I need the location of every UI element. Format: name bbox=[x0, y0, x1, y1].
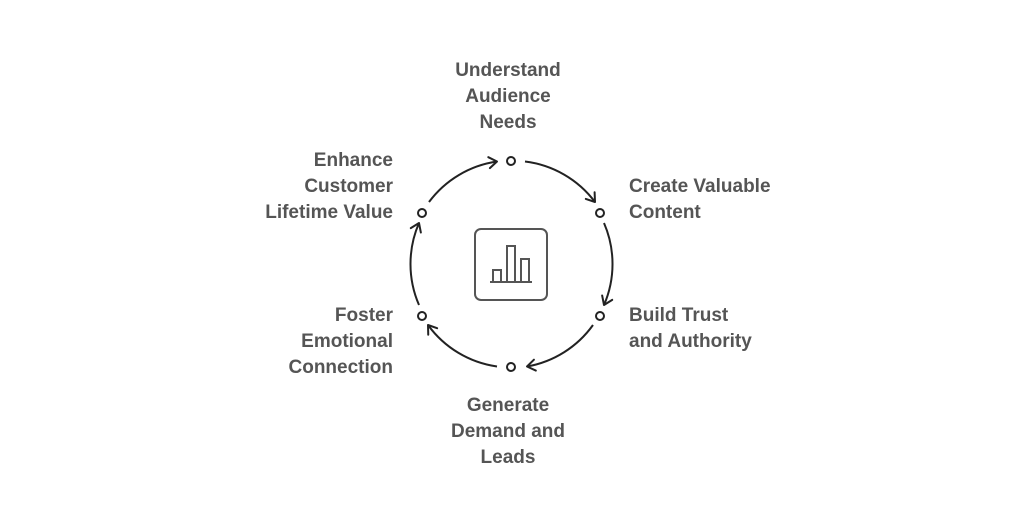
bar-chart-icon bbox=[474, 228, 548, 301]
arrow-6-to-1 bbox=[428, 156, 498, 203]
step-label-understand-audience-needs: Understand Audience Needs bbox=[455, 60, 561, 133]
arrow-2-to-3 bbox=[601, 222, 614, 306]
step-node-5 bbox=[417, 311, 427, 321]
arrow-3-to-4 bbox=[526, 324, 594, 372]
step-node-6 bbox=[417, 208, 427, 218]
step-node-2 bbox=[595, 208, 605, 218]
step-label-create-valuable-content: Create Valuable Content bbox=[629, 176, 771, 223]
step-label-enhance-customer-lifetime-value: Enhance Customer Lifetime Value bbox=[265, 150, 393, 223]
arrow-4-to-5 bbox=[427, 324, 498, 368]
step-label-generate-demand-and-leads: Generate Demand and Leads bbox=[450, 395, 566, 468]
arrow-1-to-2 bbox=[524, 160, 596, 203]
step-label-foster-emotional-connection: Foster Emotional Connection bbox=[288, 305, 394, 378]
arrow-5-to-6 bbox=[409, 222, 422, 306]
step-label-build-trust-and-authority: Build Trust and Authority bbox=[629, 305, 752, 352]
step-node-3 bbox=[595, 311, 605, 321]
step-node-4 bbox=[506, 362, 516, 372]
step-node-1 bbox=[506, 156, 516, 166]
